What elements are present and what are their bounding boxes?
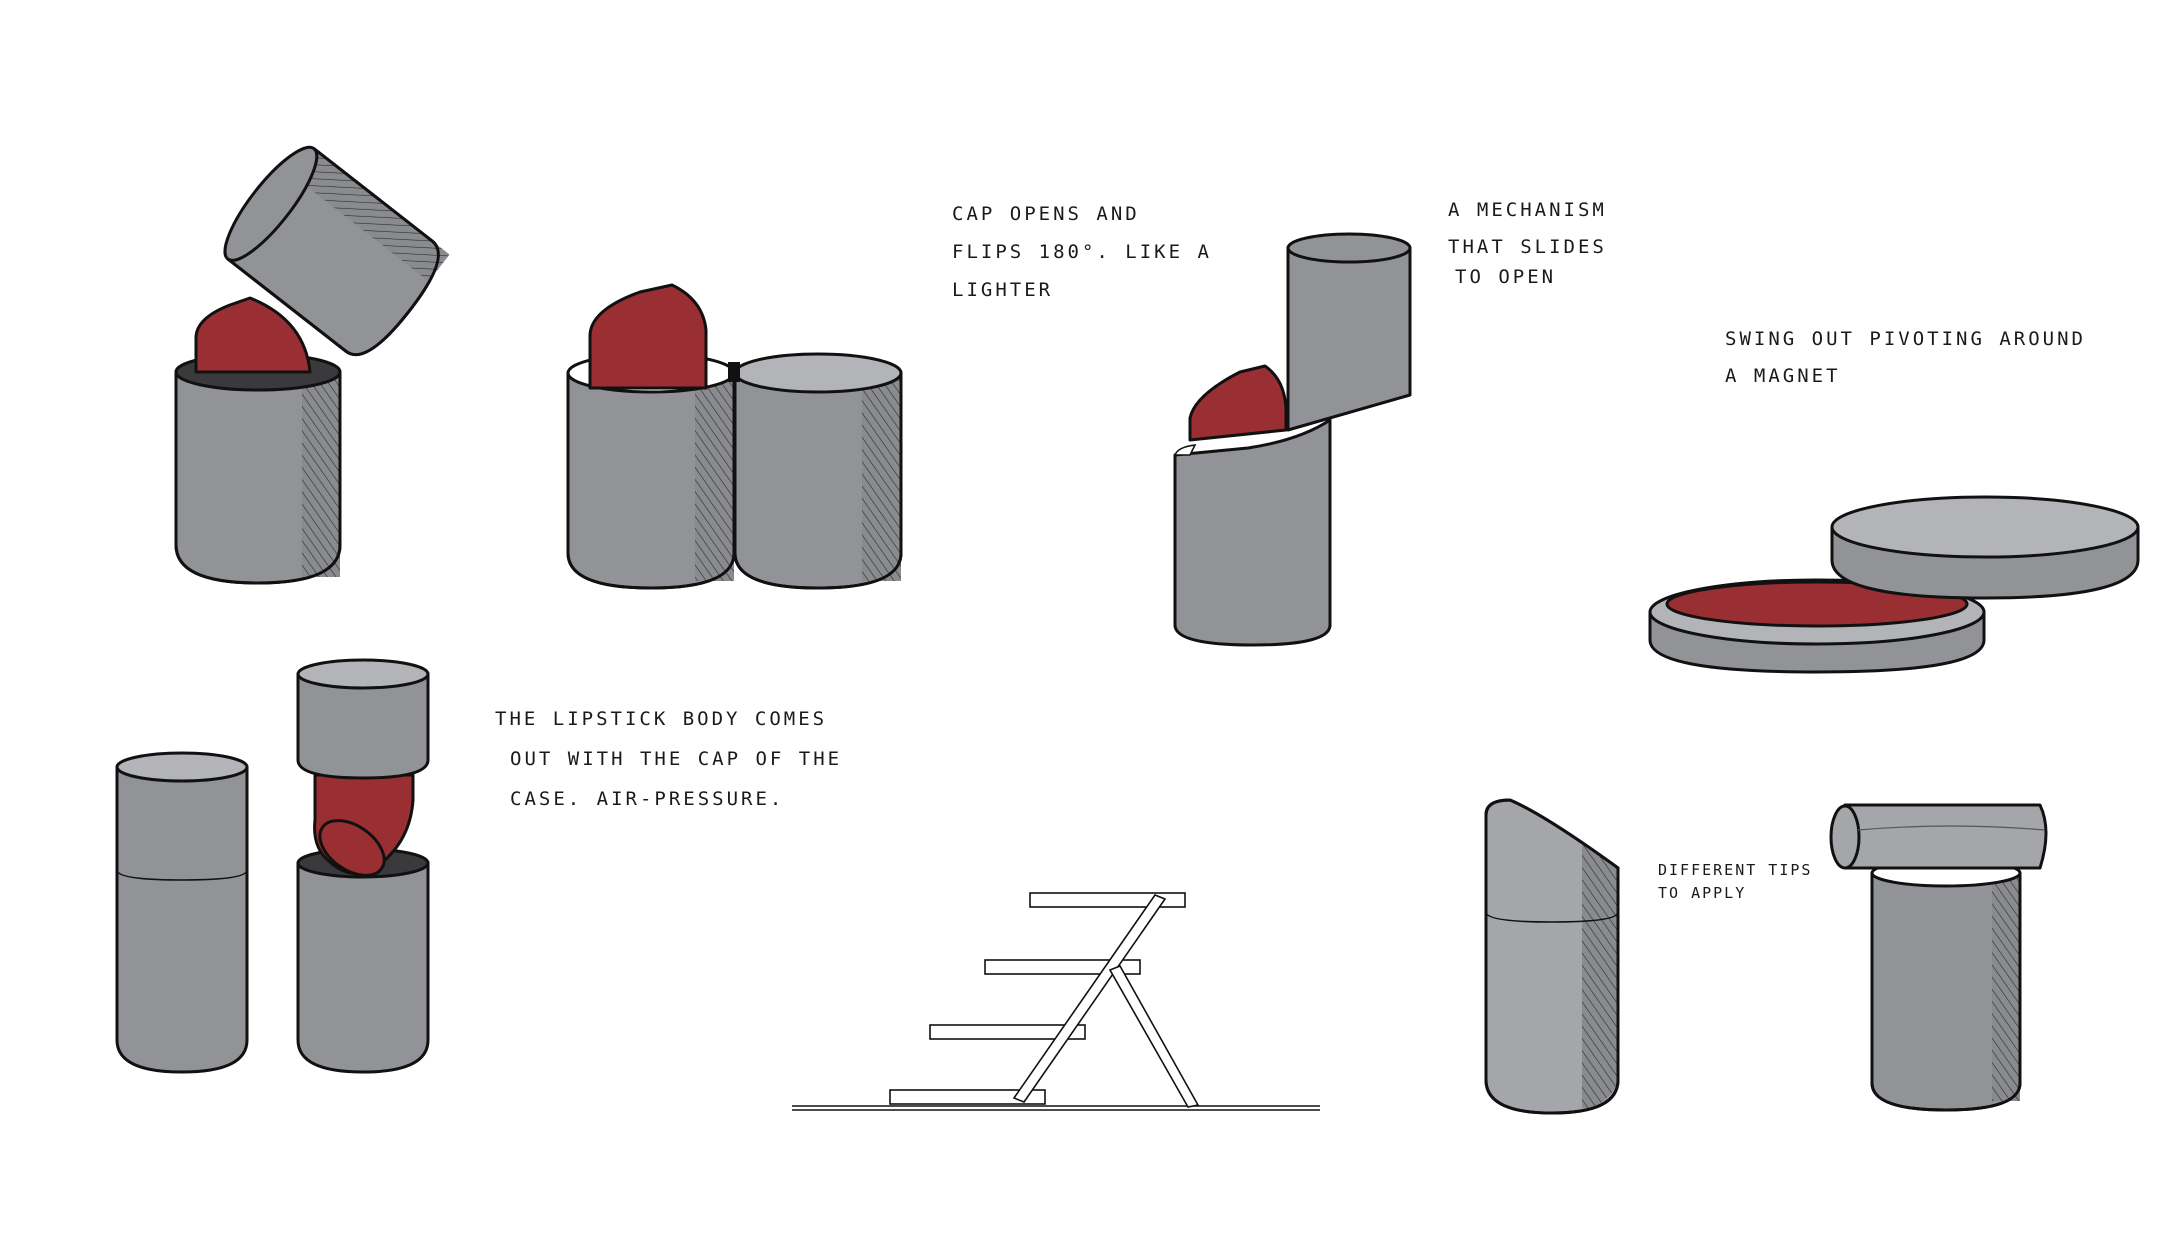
note-air-pressure: The lipstick body comes out with the cap… bbox=[495, 708, 857, 810]
sketch-swing-out-compact bbox=[1648, 495, 2140, 674]
sketch-air-pressure bbox=[115, 658, 430, 1074]
sketch-horizontal-cap bbox=[1829, 803, 2048, 1112]
note-slide: A mechanism that slides to open bbox=[1448, 199, 1621, 288]
sketch-flip-cap-closed bbox=[566, 283, 903, 590]
note-different-tips: Different tips to apply bbox=[1658, 861, 1823, 902]
sketch-slide-open bbox=[1173, 232, 1412, 647]
sketch-different-tips bbox=[1484, 798, 1620, 1115]
sketch-flip-cap-open bbox=[174, 145, 450, 585]
note-swing: Swing out pivoting around a magnet bbox=[1725, 328, 2100, 387]
note-flip-cap: Cap opens and flips 180°. like a lighter bbox=[952, 203, 1226, 301]
sketch-folding-stand bbox=[792, 892, 1320, 1111]
